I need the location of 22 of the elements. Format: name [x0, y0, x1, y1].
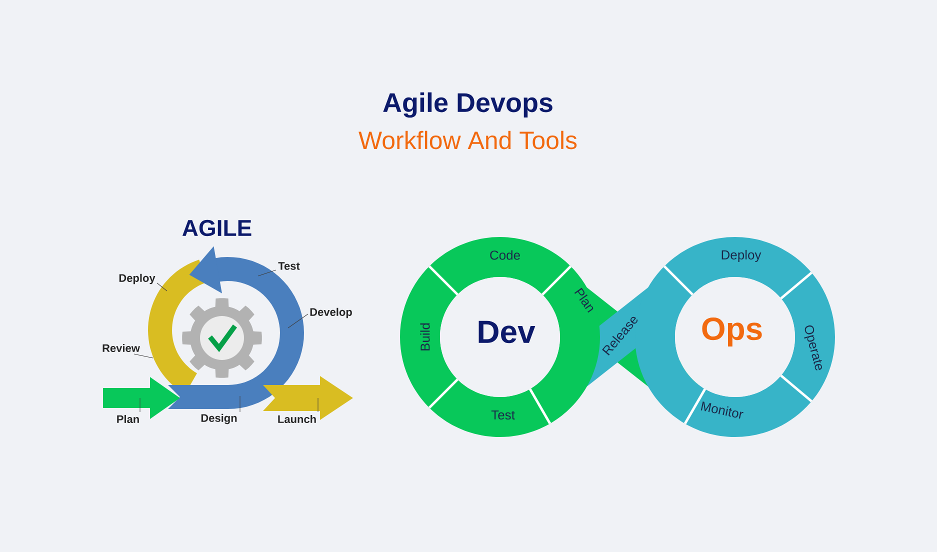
- segment-label: Deploy: [722, 250, 762, 262]
- leader-line: [156, 282, 168, 292]
- leader-line: [258, 270, 276, 276]
- loop-heading: Dev: [478, 320, 536, 344]
- step-label: Test: [278, 262, 300, 270]
- segment-label: Build: [420, 323, 430, 350]
- loop-heading: Ops: [702, 318, 762, 346]
- step-label: Launch: [278, 414, 316, 424]
- subtitle: Workflow And Tools: [358, 130, 577, 150]
- step-label: Design: [201, 414, 237, 424]
- heading: AGILE: [182, 220, 252, 236]
- step-label: Develop: [310, 308, 352, 318]
- segment-label: Monitor: [700, 402, 744, 419]
- title: Agile Devops: [383, 92, 552, 118]
- segment-label: Operate: [804, 325, 822, 370]
- step-label: Plan: [117, 414, 139, 424]
- step-label: Deploy: [119, 274, 156, 284]
- step-label: Review: [102, 344, 140, 352]
- leader-line: [288, 314, 308, 328]
- leader-line: [134, 354, 154, 358]
- segment-label: Test: [491, 410, 515, 420]
- segment-label: Code: [490, 250, 520, 260]
